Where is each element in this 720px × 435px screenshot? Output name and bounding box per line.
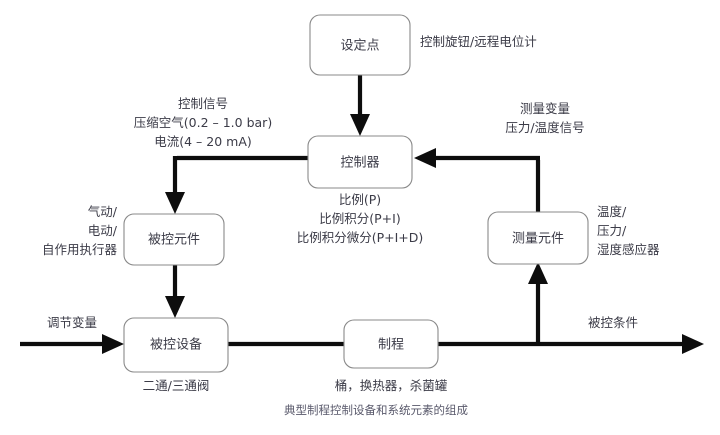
flow-manipulated-variable-input [20,334,124,354]
diagram-caption: 典型制程控制设备和系统元素的组成 [284,403,468,417]
process-label: 制程 [378,338,404,353]
controller-mode-pid-label: 比例积分微分(P+I+D) [297,230,424,245]
controller-mode-pi-label: 比例积分(P+I) [319,211,400,226]
flow-process-to-output [438,334,704,354]
measured-variable-title-label: 测量变量 [520,101,570,116]
sensor-humidity-label: 湿度感应器 [597,242,660,257]
control-signal-current-label: 电流(4 – 20 mA) [154,134,252,149]
control-signal-pressure-label: 压缩空气(0.2 – 1.0 bar) [134,115,272,130]
measured-variable-signal-label: 压力/温度信号 [505,120,584,135]
setpoint-note-label: 控制旋钮/远程电位计 [420,34,537,49]
controlled-condition-label: 被控条件 [588,315,638,330]
manipulated-variable-label: 调节变量 [47,315,97,330]
flow-controlled-element-to-device [165,265,185,318]
controlled-element-box-shape [123,213,225,266]
sensor-pressure-label: 压力/ [597,223,627,238]
box-controlled-element[interactable]: 被控元件 [123,213,225,266]
measuring-element-label: 测量元件 [512,232,564,247]
controlled-device-label: 被控设备 [150,337,202,353]
box-setpoint[interactable]: 设定点 [309,14,411,76]
measuring-element-box-shape [487,211,589,265]
flow-measuring-element-to-controller [414,148,541,212]
process-box-shape [343,319,439,369]
flow-output-to-measuring-element [528,262,548,344]
box-controller[interactable]: 控制器 [307,135,413,189]
box-process[interactable]: 制程 [343,319,439,369]
actuator-selfacting-label: 自作用执行器 [42,242,118,257]
controlled-element-label: 被控元件 [148,233,200,248]
setpoint-box-shape [309,14,411,76]
process-note-label: 桶，换热器，杀菌罐 [335,378,448,393]
controlled-device-box-shape [123,317,229,373]
controller-box-shape [307,135,413,189]
flow-controller-to-controlled-element [165,155,308,214]
actuator-electric-label: 电动/ [88,223,118,238]
box-controlled-device[interactable]: 被控设备 [123,317,229,373]
box-measuring-element[interactable]: 测量元件 [487,211,589,265]
valve-note-label: 二通/三通阀 [143,378,210,393]
flow-setpoint-to-controller [350,75,370,136]
actuator-pneumatic-label: 气动/ [88,204,118,219]
sensor-temperature-label: 温度/ [597,204,627,219]
setpoint-label: 设定点 [340,39,379,54]
controller-mode-p-label: 比例(P) [339,192,381,207]
controller-label: 控制器 [340,156,379,171]
control-signal-title-label: 控制信号 [178,96,228,111]
